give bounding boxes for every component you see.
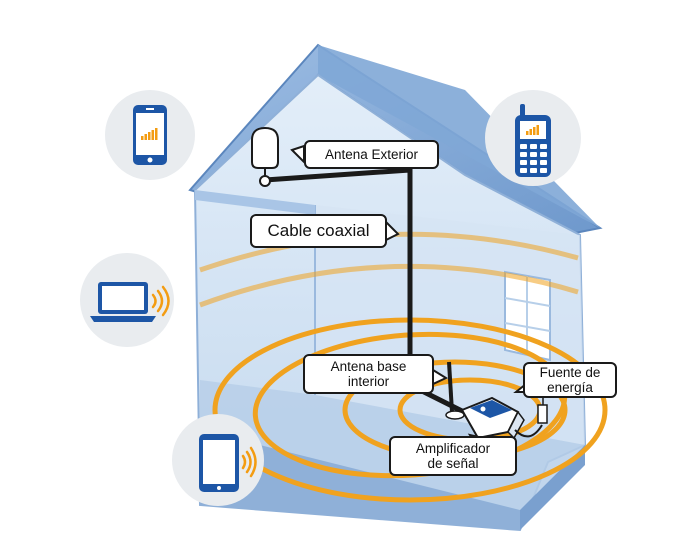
tablet-bubble — [172, 414, 264, 506]
keypad-phone-bubble — [485, 90, 581, 186]
label-indoor-base-antenna: Antena base interior — [303, 354, 434, 394]
label-signal-amplifier: Amplificador de señal — [389, 436, 517, 476]
outdoor-antenna — [251, 126, 279, 187]
tablet-icon — [199, 434, 239, 492]
keypad-phone-icon — [515, 104, 551, 177]
smartphone-icon — [133, 105, 167, 165]
wifi-waves-icon — [241, 446, 257, 478]
label-outdoor-antenna: Antena Exterior — [304, 140, 439, 169]
label-power-supply: Fuente de energía — [523, 362, 617, 398]
laptop-icon — [90, 282, 156, 322]
signal-amplifier — [460, 396, 525, 440]
label-coaxial-cable: Cable coaxial — [250, 214, 387, 248]
laptop-bubble — [80, 253, 174, 347]
window — [504, 270, 551, 362]
smartphone-bubble — [105, 90, 195, 180]
wifi-waves-icon — [151, 285, 170, 317]
